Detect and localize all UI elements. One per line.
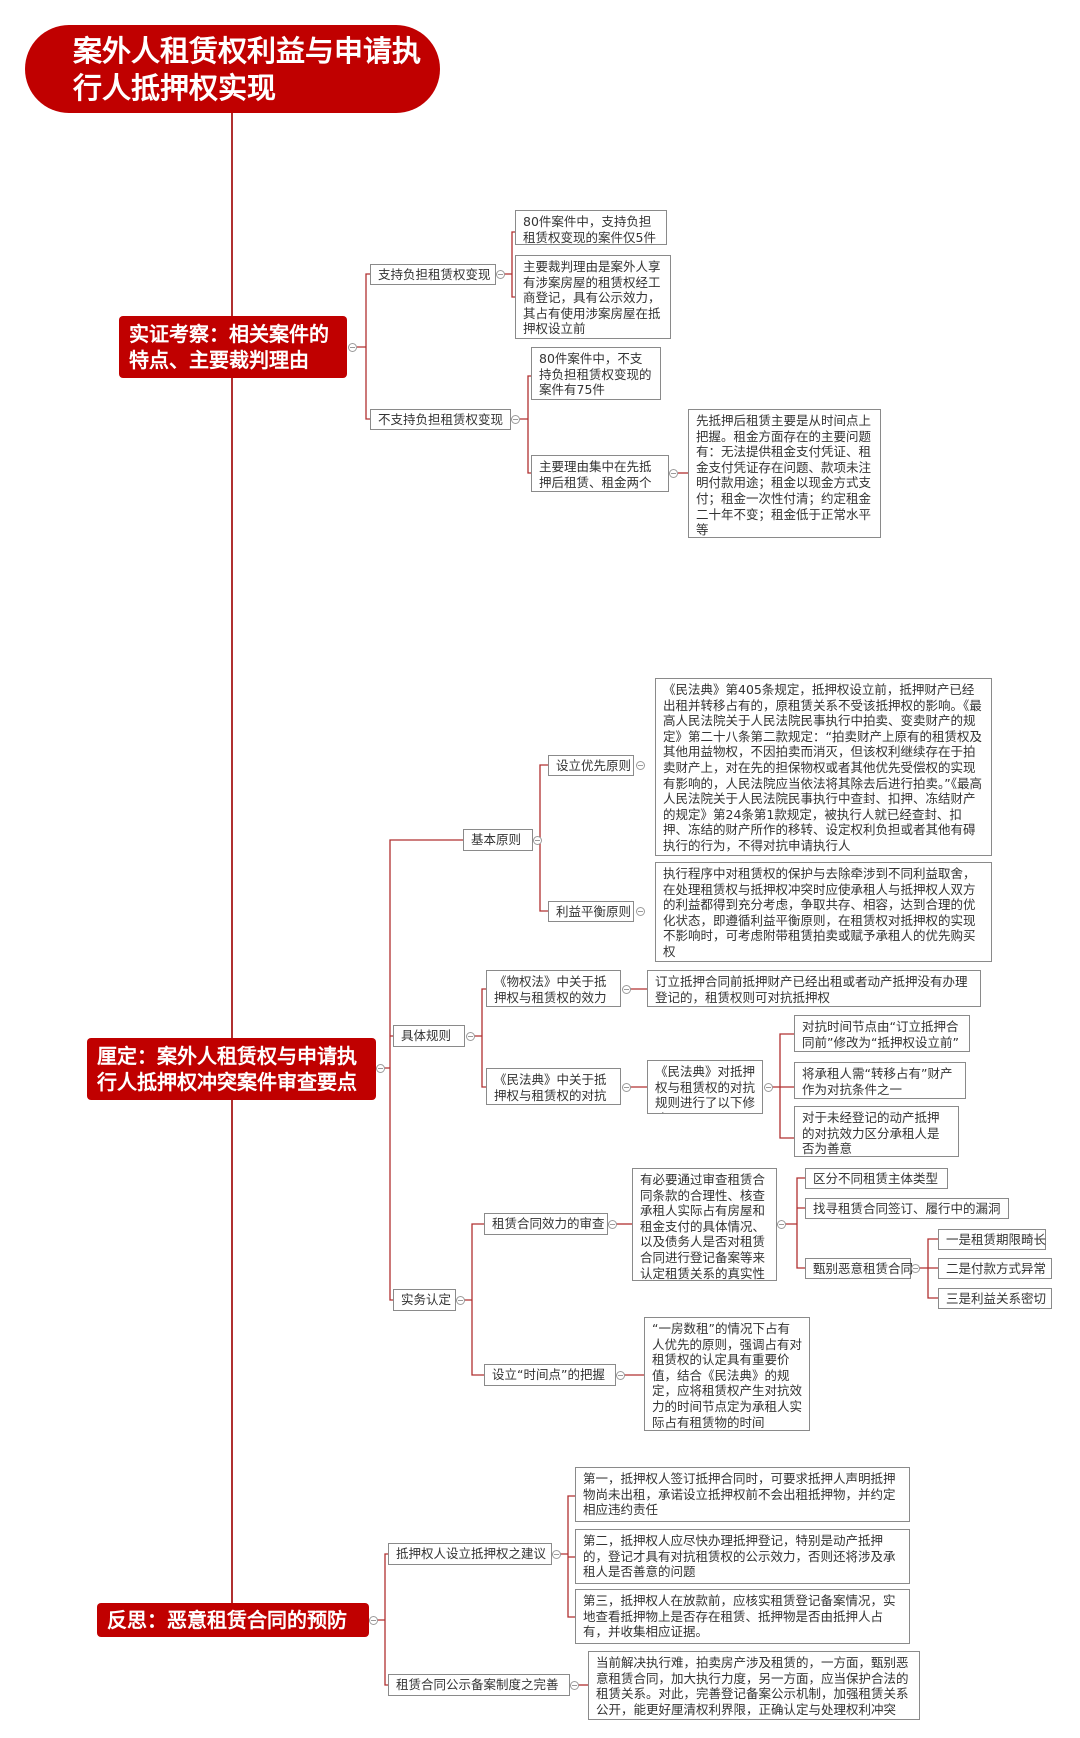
node-balance-principle: 利益平衡原则	[548, 901, 634, 922]
section-empirical: 实证考察：相关案件的特点、主要裁判理由	[119, 316, 347, 378]
node-abnormal-payment: 二是付款方式异常	[938, 1258, 1052, 1279]
node-contract-loopholes: 找寻租赁合同签订、履行中的漏洞	[805, 1198, 1009, 1219]
node-civil-code-change-1: 对抗时间节点由“订立抵押合同前”修改为“抵押权设立前”	[794, 1015, 970, 1052]
collapse-toggle[interactable]	[552, 1550, 561, 1559]
node-support-count: 80件案件中，支持负担租赁权变现的案件仅5件	[515, 210, 667, 245]
node-advice-1: 第一，抵押权人签订抵押合同时，可要求抵押人声明抵押物尚未出租，承诺设立抵押权前不…	[575, 1467, 910, 1522]
node-support: 支持负担租赁权变现	[370, 264, 496, 285]
node-priority-text: 《民法典》第405条规定，抵押权设立前，抵押财产已经出租并转移占有的，原租赁关系…	[655, 678, 992, 856]
collapse-toggle[interactable]	[764, 1083, 773, 1092]
node-subject-types: 区分不同租赁主体类型	[805, 1168, 948, 1189]
node-advice-3: 第三，抵押权人在放款前，应核实租赁登记备案情况，实地查看抵押物上是否存在租赁、抵…	[575, 1589, 910, 1644]
node-timing-text: “一房数租”的情况下占有人优先的原则，强调占有对租赁权的认定具有重要价值，结合《…	[644, 1317, 810, 1431]
node-contract-review: 租赁合同效力的审查	[484, 1213, 608, 1235]
section-review-points: 厘定：案外人租赁权与申请执行人抵押权冲突案件审查要点	[87, 1038, 376, 1100]
node-basic-principles: 基本原则	[463, 829, 533, 851]
node-specific-rules: 具体规则	[393, 1025, 465, 1047]
node-civil-code-change-2: 将承租人需“转移占有”财产作为对抗条件之一	[794, 1062, 966, 1099]
node-nosupport-count: 80件案件中，不支持负担租赁权变现的案件有75件	[531, 347, 661, 400]
node-nosupport-reason: 主要理由集中在先抵押后租赁、租金两个方面	[531, 455, 669, 492]
node-balance-text: 执行程序中对租赁权的保护与去除牵涉到不同利益取舍，在处理租赁权与抵押权冲突时应使…	[655, 862, 992, 962]
node-civil-code-change: 《民法典》对抵押权与租赁权的对抗规则进行了以下修改	[647, 1060, 763, 1114]
collapse-toggle[interactable]	[777, 1220, 786, 1229]
collapse-toggle[interactable]	[622, 985, 631, 994]
collapse-toggle[interactable]	[570, 1681, 579, 1690]
node-timing: 设立“时间点”的把握	[484, 1364, 616, 1386]
map-title: 案外人租赁权利益与申请执行人抵押权实现	[25, 25, 440, 113]
node-long-term: 一是租赁期限畸长	[938, 1229, 1046, 1250]
node-priority-principle: 设立优先原则	[548, 755, 634, 776]
node-property-law: 《物权法》中关于抵押权与租赁权的效力规定	[486, 970, 621, 1007]
node-nosupport-detail: 先抵押后租赁主要是从时间点上把握。租金方面存在的主要问题有：无法提供租金支付凭证…	[688, 409, 881, 538]
collapse-toggle[interactable]	[369, 1616, 378, 1625]
collapse-toggle[interactable]	[608, 1220, 617, 1229]
collapse-toggle[interactable]	[636, 761, 645, 770]
node-civil-code-change-3: 对于未经登记的动产抵押的对抗效力区分承租人是否为善意	[794, 1106, 959, 1157]
collapse-toggle[interactable]	[622, 1083, 631, 1092]
collapse-toggle[interactable]	[466, 1032, 475, 1041]
section-prevention: 反思：恶意租赁合同的预防	[97, 1603, 369, 1637]
collapse-toggle[interactable]	[496, 270, 505, 279]
collapse-toggle[interactable]	[533, 836, 542, 845]
collapse-toggle[interactable]	[511, 415, 520, 424]
collapse-toggle[interactable]	[911, 1264, 920, 1273]
collapse-toggle[interactable]	[456, 1296, 465, 1305]
node-nosupport: 不支持负担租赁权变现	[370, 409, 511, 430]
node-contract-review-text: 有必要通过审查租赁合同条款的合理性、核查承租人实际占有房屋和租金支付的具体情况、…	[632, 1168, 777, 1281]
collapse-toggle[interactable]	[669, 469, 678, 478]
collapse-toggle[interactable]	[616, 1371, 625, 1380]
node-practice: 实务认定	[393, 1289, 456, 1311]
node-support-reason: 主要裁判理由是案外人享有涉案房屋的租赁权经工商登记，具有公示效力，其占有使用涉案…	[515, 255, 671, 339]
collapse-toggle[interactable]	[376, 1064, 385, 1073]
node-advice-2: 第二，抵押权人应尽快办理抵押登记，特别是动产抵押的，登记才具有对抗租赁权的公示效…	[575, 1529, 910, 1584]
node-malicious-contract: 甄别恶意租赁合同	[805, 1258, 913, 1279]
collapse-toggle[interactable]	[636, 907, 645, 916]
node-property-law-text: 订立抵押合同前抵押财产已经出租或者动产抵押没有办理登记的，租赁权则可对抗抵押权	[647, 970, 981, 1007]
node-record-system: 租赁合同公示备案制度之完善	[388, 1674, 570, 1696]
node-record-text: 当前解决执行难，拍卖房产涉及租赁的，一方面，甄别恶意租赁合同，加大执行力度，另一…	[588, 1651, 920, 1720]
collapse-toggle[interactable]	[348, 343, 357, 352]
node-close-interest: 三是利益关系密切	[938, 1288, 1052, 1309]
node-civil-code: 《民法典》中关于抵押权与租赁权的对抗规则	[486, 1068, 621, 1105]
node-advice: 抵押权人设立抵押权之建议	[388, 1543, 552, 1565]
